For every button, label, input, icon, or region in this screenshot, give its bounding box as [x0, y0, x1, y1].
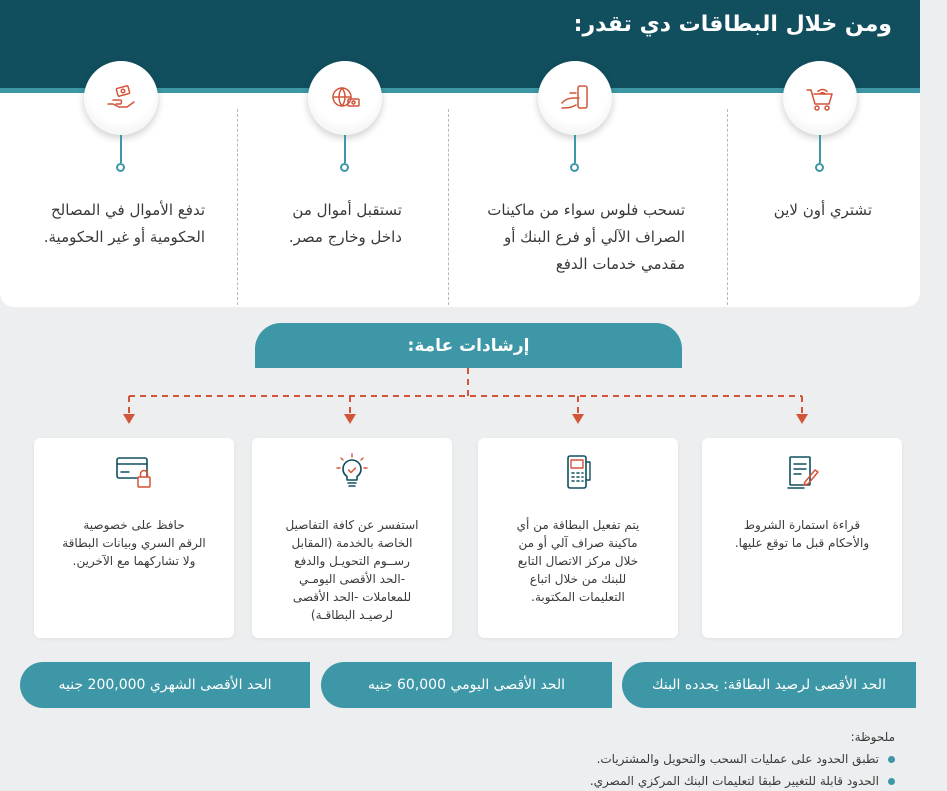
feature-connector	[819, 135, 821, 163]
limit-card-balance: الحد الأقصى لرصيد البطاقة: يحدده البنك	[622, 662, 916, 708]
hand-money-icon	[84, 61, 158, 135]
feature-divider	[727, 109, 728, 305]
note-item: تطبق الحدود على عمليات السحب والتحويل وا…	[475, 748, 895, 770]
card-lock-icon	[34, 452, 234, 492]
guideline-text: يتم تفعيل البطاقة من أي ماكينة صراف آلي …	[516, 518, 640, 604]
feature-receive: تستقبل أموال من داخل وخارج مصر.	[237, 61, 448, 307]
shopping-cart-icon	[783, 61, 857, 135]
feature-connector	[344, 135, 346, 163]
guideline-text: حافظ على خصوصية الرقم السري وبيانات البط…	[62, 518, 206, 568]
bullet-icon	[888, 756, 895, 763]
feature-text: تدفع الأموال في المصالح الحكومية أو غير …	[43, 201, 205, 246]
lightbulb-icon	[252, 452, 452, 492]
feature-withdraw: تسحب فلوس سواء من ماكينات الصراف الآلي أ…	[448, 61, 727, 307]
banner-accent-line	[0, 88, 920, 93]
feature-connector	[574, 135, 576, 163]
feature-connector	[120, 135, 122, 163]
document-sign-icon	[702, 452, 902, 492]
feature-text: تستقبل أموال من داخل وخارج مصر.	[288, 201, 402, 246]
feature-pay: تدفع الأموال في المصالح الحكومية أو غير …	[0, 61, 237, 307]
note-text: الحدود قابلة للتغيير طبقا لتعليمات البنك…	[589, 774, 879, 788]
guideline-card-read-terms: قراءة استمارة الشروط والأحكام قبل ما توق…	[702, 438, 902, 638]
guideline-card-activation: يتم تفعيل البطاقة من أي ماكينة صراف آلي …	[478, 438, 678, 638]
notes-title: ملحوظة:	[850, 730, 895, 744]
feature-dot	[815, 163, 824, 172]
notes-section: ملحوظة: تطبق الحدود على عمليات السحب وال…	[475, 730, 895, 791]
feature-dot	[116, 163, 125, 172]
feature-divider	[237, 109, 238, 305]
bullet-icon	[888, 778, 895, 785]
atm-withdraw-icon	[538, 61, 612, 135]
features-card: تشتري أون لاين تسحب فلوس سواء من ماكينات…	[0, 61, 920, 307]
banner-title: ومن خلال البطاقات دي تقدر:	[573, 12, 892, 37]
limit-monthly: الحد الأقصى الشهري 200,000 جنيه	[20, 662, 310, 708]
card-terminal-icon	[478, 452, 678, 492]
guideline-card-inquire: استفسر عن كافة التفاصيل الخاصة بالخدمة (…	[252, 438, 452, 638]
guideline-text: استفسر عن كافة التفاصيل الخاصة بالخدمة (…	[285, 518, 419, 622]
note-item: الحدود قابلة للتغيير طبقا لتعليمات البنك…	[475, 770, 895, 791]
feature-dot	[570, 163, 579, 172]
note-text: تطبق الحدود على عمليات السحب والتحويل وا…	[596, 752, 879, 766]
guideline-card-privacy: حافظ على خصوصية الرقم السري وبيانات البط…	[34, 438, 234, 638]
feature-buy-online: تشتري أون لاين	[727, 61, 920, 307]
header-banner: ومن خلال البطاقات دي تقدر:	[0, 0, 920, 88]
feature-text: تشتري أون لاين	[773, 201, 872, 219]
guidelines-title: إرشادات عامة:	[255, 323, 682, 368]
feature-text: تسحب فلوس سواء من ماكينات الصراف الآلي أ…	[487, 201, 685, 273]
limit-daily: الحد الأقصى اليومي 60,000 جنيه	[321, 662, 612, 708]
guidelines-connectors	[123, 368, 808, 424]
globe-money-icon	[308, 61, 382, 135]
feature-divider	[448, 109, 449, 305]
guideline-text: قراءة استمارة الشروط والأحكام قبل ما توق…	[734, 518, 870, 550]
feature-dot	[340, 163, 349, 172]
